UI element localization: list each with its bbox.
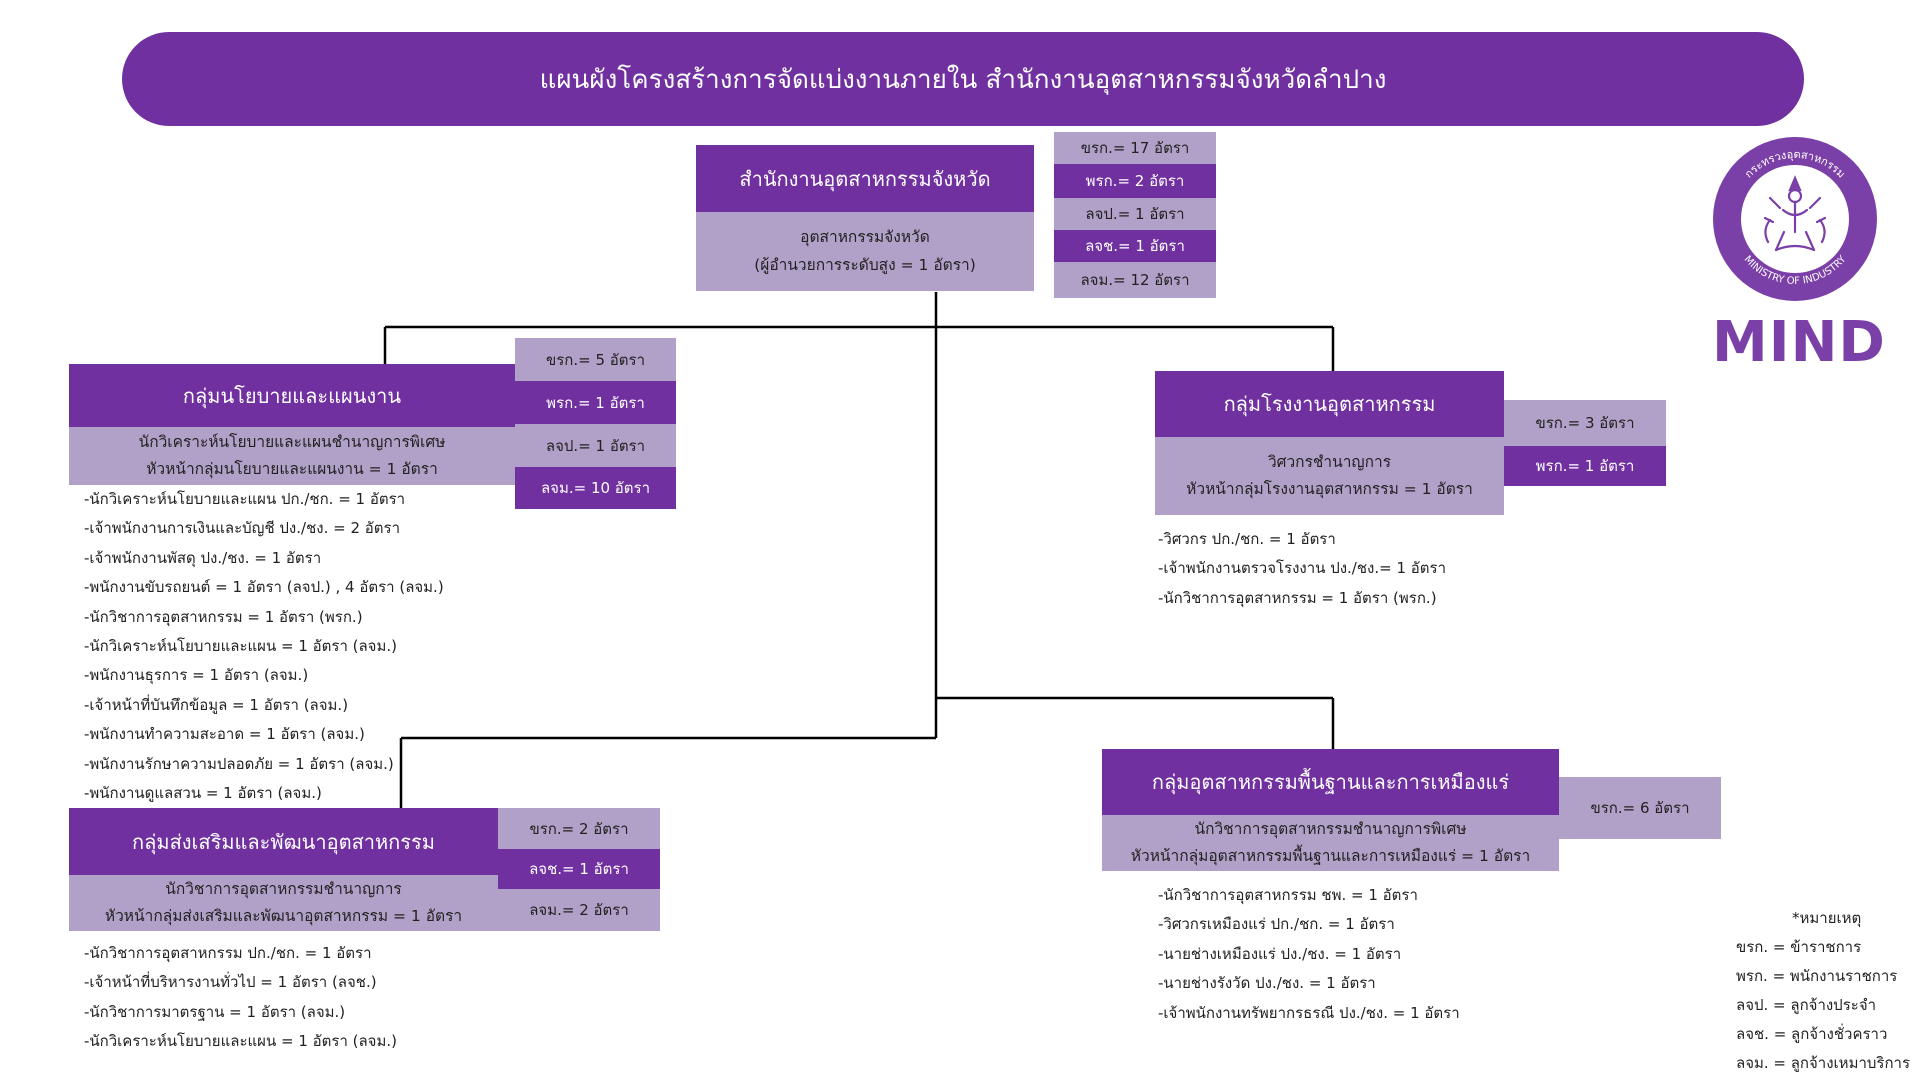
list-item: -นักวิชาการอุตสาหกรรม = 1 อัตรา (พรก.) bbox=[1158, 588, 1437, 607]
legend-title: *หมายเหตุ bbox=[1792, 909, 1862, 927]
top-office-head-box: อุตสาหกรรมจังหวัด (ผู้อำนวยการระดับสูง =… bbox=[696, 212, 1034, 291]
mining-quota-civil: ขรก.= 6 อัตรา bbox=[1559, 777, 1721, 839]
list-item: -เจ้าพนักงานพัสดุ ปง./ชง. = 1 อัตรา bbox=[84, 548, 322, 567]
promotion-head-title: นักวิชาการอุตสาหกรรมชำนาญการ bbox=[165, 879, 402, 898]
legend-item: ลจช. = ลูกจ้างชั่วคราว bbox=[1736, 1025, 1888, 1043]
list-item: -วิศวกรเหมืองแร่ ปก./ชก. = 1 อัตรา bbox=[1158, 915, 1395, 934]
factory-quota-civil: ขรก.= 3 อัตรา bbox=[1504, 400, 1666, 446]
policy-quota-civil: ขรก.= 5 อัตรา bbox=[515, 338, 676, 381]
list-item: -นักวิเคราะห์นโยบายและแผน = 1 อัตรา (ลจม… bbox=[84, 1032, 397, 1051]
list-item: -นักวิชาการอุตสาหกรรม ปก./ชก. = 1 อัตรา bbox=[84, 944, 372, 962]
policy-staff-list: -นักวิเคราะห์นโยบายและแผน ปก./ชก. = 1 อั… bbox=[84, 485, 444, 808]
legend-item: ลจม. = ลูกจ้างเหมาบริการ bbox=[1736, 1054, 1911, 1072]
factory-group-header: กลุ่มโรงงานอุตสาหกรรม bbox=[1155, 371, 1504, 437]
mind-wordmark: MIND bbox=[1712, 310, 1886, 375]
mining-staff-list: -นักวิชาการอุตสาหกรรม ชพ. = 1 อัตรา -วิศ… bbox=[1158, 881, 1460, 1028]
promotion-quota-temporary: ลจช.= 1 อัตรา bbox=[498, 849, 660, 889]
top-office-name: สำนักงานอุตสาหกรรมจังหวัด bbox=[739, 166, 991, 191]
list-item: -เจ้าหน้าที่บันทึกข้อมูล = 1 อัตรา (ลจม.… bbox=[84, 695, 349, 714]
policy-quota-permanent: ลจป.= 1 อัตรา bbox=[515, 424, 676, 467]
list-item: -เจ้าพนักงานทรัพยากรธรณี ปง./ชง. = 1 อัต… bbox=[1158, 1003, 1460, 1022]
promotion-head-count: หัวหน้ากลุ่มส่งเสริมและพัฒนาอุตสาหกรรม =… bbox=[104, 907, 463, 925]
list-item: -นักวิชาการมาตรฐาน = 1 อัตรา (ลจม.) bbox=[84, 1002, 346, 1021]
factory-head-title: วิศวกรชำนาญการ bbox=[1267, 452, 1392, 471]
factory-head-count: หัวหน้ากลุ่มโรงงานอุตสาหกรรม = 1 อัตรา bbox=[1186, 480, 1473, 498]
list-item: -นายช่างรังวัด ปง./ชง. = 1 อัตรา bbox=[1158, 974, 1376, 993]
top-quota-permanent: ลจป.= 1 อัตรา bbox=[1054, 198, 1216, 230]
factory-group-head-box: วิศวกรชำนาญการ หัวหน้ากลุ่มโรงงานอุตสาหก… bbox=[1155, 437, 1504, 515]
factory-staff-list: -วิศวกร ปก./ชก. = 1 อัตรา -เจ้าพนักงานตร… bbox=[1158, 525, 1446, 613]
list-item: -เจ้าพนักงานการเงินและบัญชี ปง./ชง. = 2 … bbox=[84, 519, 400, 538]
mining-group-header: กลุ่มอุตสาหกรรมพื้นฐานและการเหมืองแร่ bbox=[1102, 749, 1559, 815]
policy-head-count: หัวหน้ากลุ่มนโยบายและแผนงาน = 1 อัตรา bbox=[146, 460, 438, 478]
top-quota-civil: ขรก.= 17 อัตรา bbox=[1054, 132, 1216, 164]
promotion-group-name: กลุ่มส่งเสริมและพัฒนาอุตสาหกรรม bbox=[132, 829, 435, 854]
factory-quota-govemp: พรก.= 1 อัตรา bbox=[1504, 446, 1666, 486]
promotion-staff-list: -นักวิชาการอุตสาหกรรม ปก./ชก. = 1 อัตรา … bbox=[84, 939, 397, 1057]
legend: *หมายเหตุ ขรก. = ข้าราชการ พรก. = พนักงา… bbox=[1736, 904, 1910, 1078]
top-office-head-title: อุตสาหกรรมจังหวัด bbox=[800, 228, 930, 247]
policy-group-head-box: นักวิเคราะห์นโยบายและแผนชำนาญการพิเศษ หั… bbox=[69, 427, 515, 485]
policy-head-title: นักวิเคราะห์นโยบายและแผนชำนาญการพิเศษ bbox=[138, 432, 446, 451]
list-item: -นักวิชาการอุตสาหกรรม ชพ. = 1 อัตรา bbox=[1158, 886, 1418, 904]
legend-item: พรก. = พนักงานราชการ bbox=[1736, 967, 1898, 985]
top-quota-govemp: พรก.= 2 อัตรา bbox=[1054, 164, 1216, 198]
top-quota-contract: ลจม.= 12 อัตรา bbox=[1054, 262, 1216, 298]
top-office-header: สำนักงานอุตสาหกรรมจังหวัด bbox=[696, 145, 1034, 212]
list-item: -พนักงานรักษาความปลอดภัย = 1 อัตรา (ลจม.… bbox=[84, 754, 394, 773]
list-item: -นักวิเคราะห์นโยบายและแผน ปก./ชก. = 1 อั… bbox=[84, 490, 406, 508]
top-quota-temporary: ลจช.= 1 อัตรา bbox=[1054, 230, 1216, 262]
promotion-quota-contract: ลจม.= 2 อัตรา bbox=[498, 889, 660, 931]
mining-group-head-box: นักวิชาการอุตสาหกรรมชำนาญการพิเศษ หัวหน้… bbox=[1102, 815, 1559, 871]
list-item: -พนักงานทำความสะอาด = 1 อัตรา (ลจม.) bbox=[84, 725, 365, 744]
policy-group-name: กลุ่มนโยบายและแผนงาน bbox=[182, 383, 402, 408]
chart-title-banner: แผนผังโครงสร้างการจัดแบ่งงานภายใน สำนักง… bbox=[122, 32, 1804, 126]
list-item: -เจ้าหน้าที่บริหารงานทั่วไป = 1 อัตรา (ล… bbox=[84, 973, 377, 992]
mining-head-count: หัวหน้ากลุ่มอุตสาหกรรมพื้นฐานและการเหมือ… bbox=[1130, 847, 1531, 865]
list-item: -พนักงานขับรถยนต์ = 1 อัตรา (ลจป.) , 4 อ… bbox=[84, 578, 444, 597]
policy-quota-contract: ลจม.= 10 อัตรา bbox=[515, 467, 676, 509]
policy-quota-govemp: พรก.= 1 อัตรา bbox=[515, 381, 676, 424]
top-office-head-count: (ผู้อำนวยการระดับสูง = 1 อัตรา) bbox=[754, 255, 976, 274]
ministry-logo-icon: กระทรวงอุตสาหกรรม MINISTRY OF INDUSTRY bbox=[1713, 137, 1877, 301]
factory-group-name: กลุ่มโรงงานอุตสาหกรรม bbox=[1223, 392, 1436, 416]
legend-item: ลจป. = ลูกจ้างประจำ bbox=[1736, 996, 1877, 1014]
list-item: -พนักงานดูแลสวน = 1 อัตรา (ลจม.) bbox=[84, 784, 322, 803]
mining-head-title: นักวิชาการอุตสาหกรรมชำนาญการพิเศษ bbox=[1194, 819, 1467, 838]
list-item: -เจ้าพนักงานตรวจโรงงาน ปง./ชง.= 1 อัตรา bbox=[1158, 559, 1447, 578]
legend-item: ขรก. = ข้าราชการ bbox=[1736, 938, 1862, 956]
list-item: -นายช่างเหมืองแร่ ปง./ชง. = 1 อัตรา bbox=[1158, 944, 1402, 963]
promotion-group-header: กลุ่มส่งเสริมและพัฒนาอุตสาหกรรม bbox=[69, 808, 498, 875]
promotion-group-head-box: นักวิชาการอุตสาหกรรมชำนาญการ หัวหน้ากลุ่… bbox=[69, 875, 498, 931]
list-item: -นักวิชาการอุตสาหกรรม = 1 อัตรา (พรก.) bbox=[84, 607, 363, 626]
list-item: -นักวิเคราะห์นโยบายและแผน = 1 อัตรา (ลจม… bbox=[84, 637, 397, 656]
promotion-quota-civil: ขรก.= 2 อัตรา bbox=[498, 808, 660, 849]
policy-group-header: กลุ่มนโยบายและแผนงาน bbox=[69, 364, 515, 427]
chart-title: แผนผังโครงสร้างการจัดแบ่งงานภายใน สำนักง… bbox=[539, 64, 1387, 95]
mining-group-name: กลุ่มอุตสาหกรรมพื้นฐานและการเหมืองแร่ bbox=[1151, 770, 1510, 794]
list-item: -พนักงานธุรการ = 1 อัตรา (ลจม.) bbox=[84, 666, 309, 685]
list-item: -วิศวกร ปก./ชก. = 1 อัตรา bbox=[1158, 530, 1336, 548]
